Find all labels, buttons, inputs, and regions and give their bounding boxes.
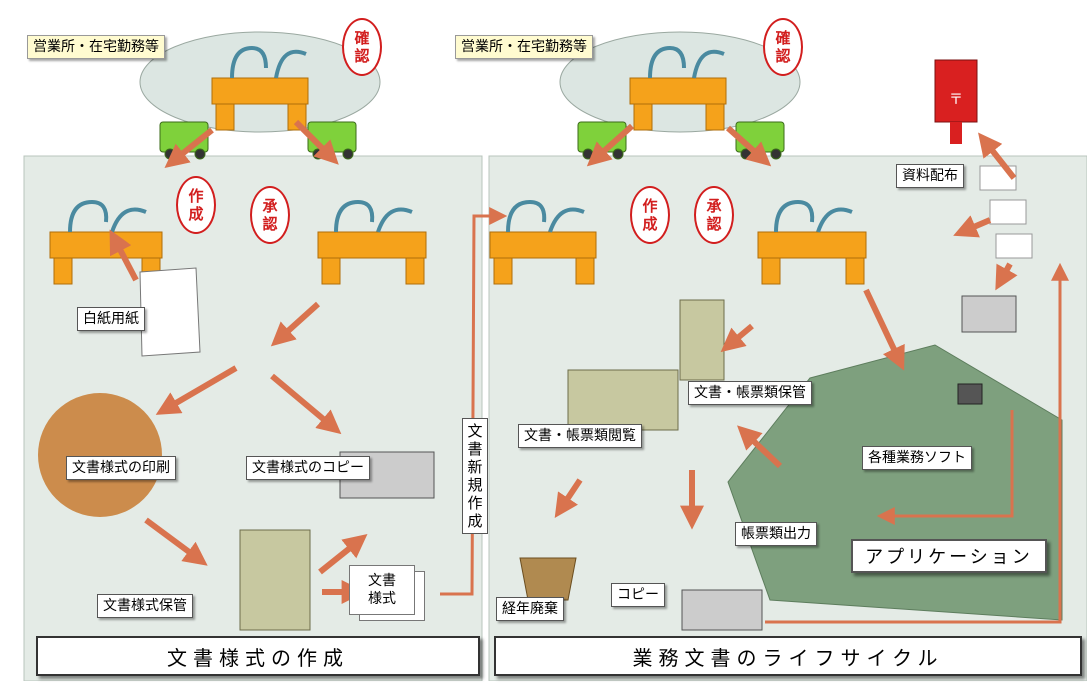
blank-paper-icon: [139, 267, 201, 357]
label-new-document: 文 書 新 規 作 成: [462, 418, 488, 534]
flow-arrows: [109, 119, 1018, 604]
label-form-print: 文書様式の印刷: [66, 456, 176, 480]
label-business-software: 各種業務ソフト: [862, 446, 972, 470]
stamp-char: 確: [775, 29, 791, 47]
label-blank-paper: 白紙用紙: [77, 307, 145, 331]
filing-cabinet-icon: [239, 299, 725, 631]
monitor-icon: [957, 383, 983, 405]
document-sheets-icon: [979, 165, 1033, 259]
label-doc-browse: 文書・帳票類閲覧: [518, 424, 642, 448]
label-form-storage: 文書様式保管: [97, 594, 193, 618]
section-title-left: 文書様式の作成: [36, 636, 480, 676]
stamp-char: 確: [354, 29, 370, 47]
section-title-right: 業務文書のライフサイクル: [494, 636, 1082, 676]
stamp-confirm-right: 確 認: [763, 18, 803, 76]
label-application: アプリケーション: [851, 539, 1047, 573]
form-document-stack: 文書 様式: [349, 565, 429, 621]
desk-office-right: [629, 77, 727, 131]
label-disposal: 経年廃棄: [496, 597, 564, 621]
label-distribution: 資料配布: [896, 164, 964, 188]
label-form-output: 帳票類出力: [735, 522, 817, 546]
stamp-char: 作: [642, 197, 658, 215]
label-doc-storage: 文書・帳票類保管: [688, 381, 812, 405]
desk-office-left: [211, 77, 309, 131]
stamp-create-left: 作 成: [176, 176, 216, 234]
form-doc-line2: 様式: [368, 591, 396, 607]
svg-text:〒: 〒: [949, 92, 963, 108]
desk-create-left: [49, 231, 163, 285]
form-doc-sheet-front: 文書 様式: [349, 565, 415, 615]
stamp-char: 認: [775, 47, 791, 65]
label-form-copy: 文書様式のコピー: [246, 456, 370, 480]
stamp-char: 認: [354, 47, 370, 65]
desk-create-right: [489, 231, 597, 285]
stamp-char: 成: [188, 205, 204, 223]
form-doc-line1: 文書: [368, 573, 396, 589]
stamp-char: 承: [262, 197, 278, 215]
office-label-left: 営業所・在宅勤務等: [27, 35, 165, 59]
stamp-char: 認: [706, 215, 722, 233]
new-doc-text: 文 書 新 規 作 成: [467, 422, 483, 530]
stamp-create-right: 作 成: [630, 186, 670, 244]
stamp-approve-right: 承 認: [694, 186, 734, 244]
worker-figures: [68, 45, 853, 233]
stamp-char: 成: [642, 215, 658, 233]
desk-approve-right: [757, 231, 867, 285]
stamp-approve-left: 承 認: [250, 186, 290, 244]
post-box-icon: 〒: [934, 59, 978, 144]
stamp-confirm-left: 確 認: [342, 18, 382, 76]
trash-bin-icon: [519, 557, 577, 601]
stamp-char: 承: [706, 197, 722, 215]
print-circle: [38, 393, 162, 517]
office-label-right: 営業所・在宅勤務等: [455, 35, 593, 59]
connector-lines: [440, 207, 1069, 624]
label-copy: コピー: [611, 583, 665, 607]
desk-approve-left: [317, 231, 427, 285]
stamp-char: 作: [188, 187, 204, 205]
stamp-char: 認: [262, 215, 278, 233]
